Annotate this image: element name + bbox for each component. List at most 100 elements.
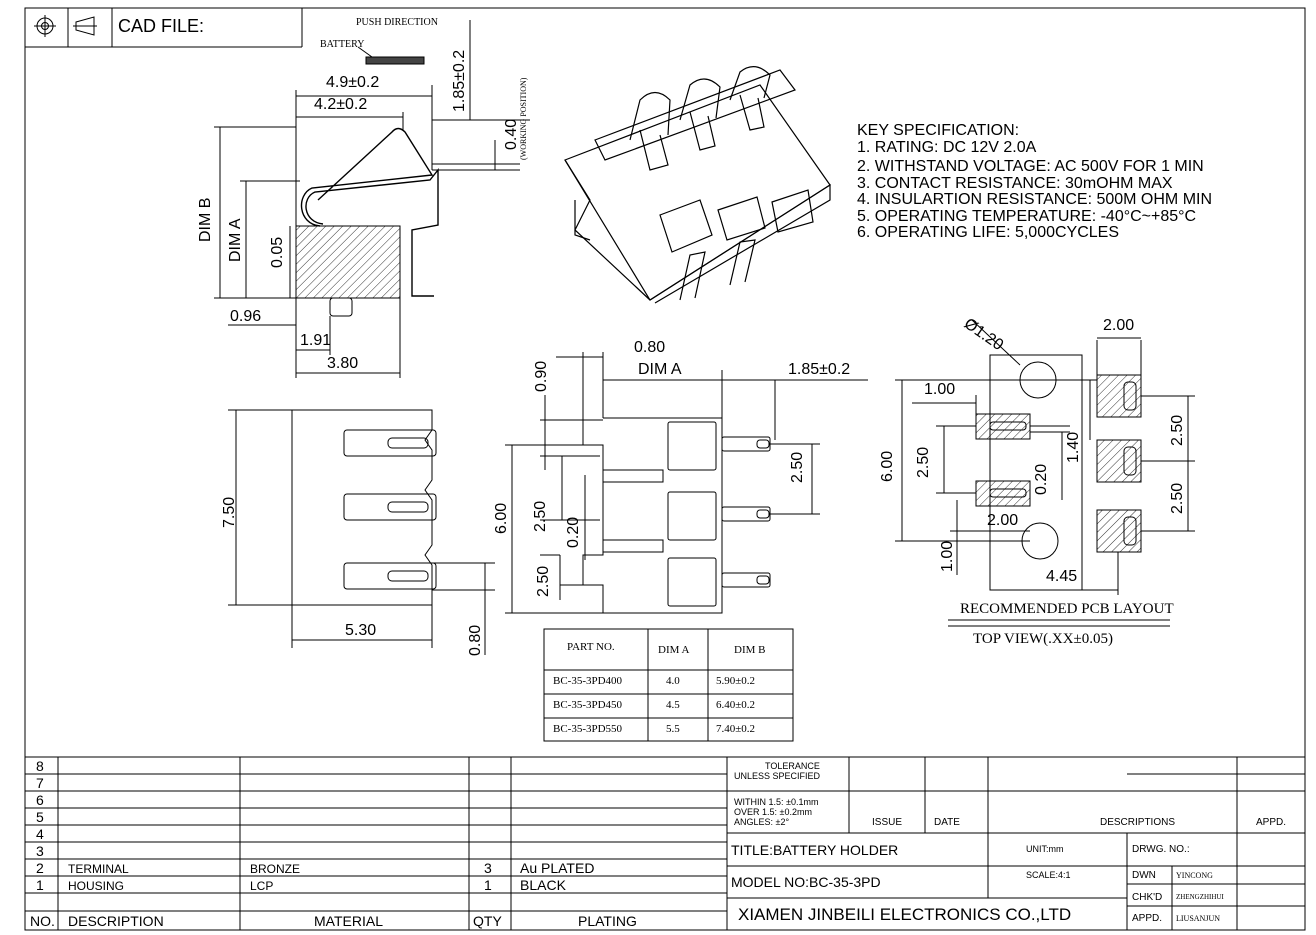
sheet-border [24,7,1306,931]
model-number: MODEL NO:BC-35-3PD [731,874,881,890]
pcb-caption: RECOMMENDED PCB LAYOUT [960,601,1174,617]
date-label: DATE [934,817,960,828]
table-cell: 5.90±0.2 [716,675,756,687]
battery-label: BATTERY [320,39,365,50]
appd-label: APPD. [1256,817,1287,828]
dim-label: 2.50 [532,500,549,532]
descriptions-label: DESCRIPTIONS [1100,817,1176,828]
bom-plating: BLACK [520,877,566,893]
battery-icon [365,56,425,65]
dim-label: 0.80 [467,624,484,656]
title-block-grid [727,757,1305,930]
drawing-title: TITLE:BATTERY HOLDER [731,842,899,858]
scale-label: SCALE:4:1 [1026,870,1071,880]
chkd-label: CHK'D [1132,892,1163,903]
spec-line: 3. CONTACT RESISTANCE: 30mOHM MAX [857,174,1173,192]
dim-label: 3.80 [327,355,359,372]
spec-title: KEY SPECIFICATION: [857,122,1020,139]
unit-label: UNIT:mm [1026,844,1064,854]
dim-label: 0.20 [565,516,582,548]
dim-label: 1.40 [1065,431,1082,463]
spec-line: 2. WITHSTAND VOLTAGE: AC 500V FOR 1 MIN [857,158,1204,175]
bom-row-number: 1 [36,877,44,893]
dim-label: 5.30 [345,622,377,639]
dim-label: 4.45 [1046,568,1078,585]
bom-header-plating: PLATING [578,913,637,929]
key-specification: KEY SPECIFICATION: 1. RATING: DC 12V 2.0… [857,122,1213,242]
tolerance-label: TOLERANCE [765,761,820,771]
dim-label: 0.90 [533,360,550,392]
side-view [214,20,530,378]
spec-line: 5. OPERATING TEMPERATURE: -40°C~+85°C [857,207,1197,225]
bom-plating: Au PLATED [520,860,595,876]
pcb-layout [895,319,1195,627]
table-header: DIM B [734,644,766,656]
spec-line: 4. INSULARTION RESISTANCE: 500M OHM MIN [857,191,1213,208]
cad-file-label: CAD FILE: [118,16,205,36]
chkd-name: ZHENGZHIHUI [1176,893,1224,901]
table-header: DIM A [658,644,690,656]
bom-row-number: 8 [36,758,44,774]
dim-label: 4.2±0.2 [314,96,368,113]
dim-label: 4.9±0.2 [326,74,380,91]
tolerance-within: WITHIN 1.5: ±0.1mm [734,797,819,807]
dim-label: 0.20 [1033,463,1050,495]
bom-row-number: 6 [36,792,44,808]
dim-label: 1.00 [939,540,956,572]
cone-symbol-icon [75,16,95,36]
dim-table-grid [543,628,794,742]
spec-line: 1. RATING: DC 12V 2.0A [857,138,1037,156]
working-position-label: (WORKING POSITION) [519,77,528,160]
table-cell: 6.40±0.2 [716,699,756,711]
table-header: PART NO. [567,641,615,653]
bom-row-number: 4 [36,826,44,842]
bom-material: BRONZE [250,862,301,876]
table-cell: 7.40±0.2 [716,723,756,735]
dim-a-label: DIM A [227,218,244,262]
bom-grid [25,756,1305,930]
spec-line: 6. OPERATING LIFE: 5,000CYCLES [857,224,1120,241]
bom-qty: 1 [484,877,492,893]
dim-label: 2.50 [915,446,932,478]
dim-label: 0.80 [634,339,666,356]
dim-label: 1.85±0.2 [451,49,468,112]
bom-qty: 3 [484,860,492,876]
dim-label: 2.50 [1169,482,1186,514]
dim-label: 2.00 [1103,317,1135,334]
dim-label: 0.96 [230,308,262,325]
dim-label: 7.50 [221,496,238,528]
bom-material: LCP [250,879,274,893]
push-direction-label: PUSH DIRECTION [356,17,438,28]
table-cell: 5.5 [666,723,680,735]
pcb-subcaption: TOP VIEW(.XX±0.05) [973,631,1114,647]
table-cell: BC-35-3PD550 [553,723,623,735]
drwg-no-label: DRWG. NO.: [1132,844,1190,855]
dim-label: 6.00 [879,450,896,482]
dim-label: 1.85±0.2 [788,361,851,378]
bom-row-number: 5 [36,809,44,825]
company-name: XIAMEN JINBEILI ELECTRONICS CO.,LTD [738,905,1072,924]
table-cell: BC-35-3PD400 [553,675,623,687]
table-cell: BC-35-3PD450 [553,699,623,711]
dim-label: 6.00 [493,502,510,534]
bom-desc: TERMINAL [68,862,129,876]
dim-label: DIM A [638,361,682,378]
bom-row-number: 2 [36,860,44,876]
tolerance-label: UNLESS SPECIFIED [734,771,821,781]
dim-label: 2.50 [789,451,806,483]
header-box [25,8,303,48]
dim-label: 1.91 [300,332,332,349]
dim-label: 1.00 [924,381,956,398]
dim-label: 2.00 [987,512,1019,529]
bom-row-number: 3 [36,843,44,859]
table-cell: 4.5 [666,699,680,711]
appd2-label: APPD. [1132,913,1163,924]
bom-header-material: MATERIAL [314,913,383,929]
front-view [505,352,868,614]
bom-header-qty: QTY [473,913,502,929]
dim-label: 0.05 [269,236,286,268]
top-view [228,409,495,655]
dim-b-label: DIM B [197,197,214,242]
dim-label: 2.50 [1169,414,1186,446]
